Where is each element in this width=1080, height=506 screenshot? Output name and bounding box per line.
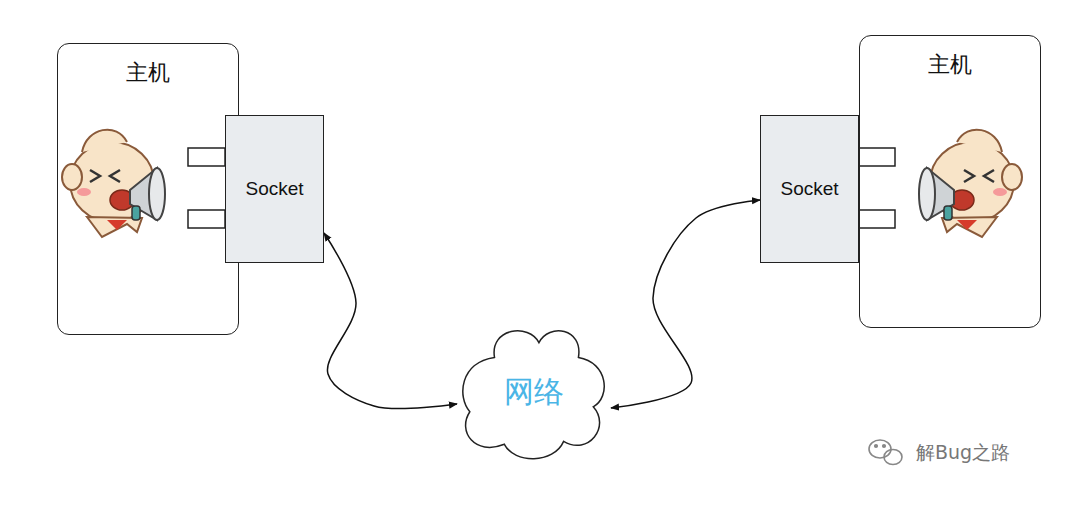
watermark: 解Bug之路 [916,440,1010,466]
socket-box: Socket [760,115,859,263]
network-label: 网络 [504,372,564,413]
socket-pin [188,210,225,228]
socket-pin [858,148,895,166]
socket-label: Socket [780,178,838,200]
host-title: 主机 [860,50,1040,80]
cartoon-figure [919,130,1022,237]
socket-box: Socket [225,115,324,263]
host-box: 主机Socket [859,35,1041,328]
socket-pin [188,148,225,166]
wechat-icon [869,440,902,465]
host-title: 主机 [58,58,238,88]
network-cloud: 网络 [455,318,613,466]
socket-pin [858,210,895,228]
host-box: 主机Socket [57,43,239,335]
socket-label: Socket [245,178,303,200]
cartoon-figure [62,130,165,237]
connector [324,233,457,409]
connector [611,200,760,408]
